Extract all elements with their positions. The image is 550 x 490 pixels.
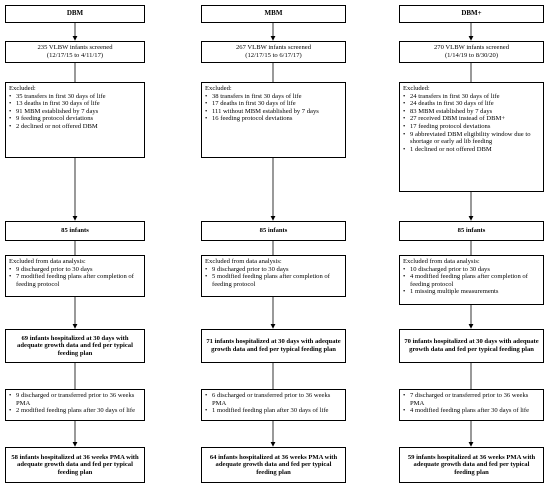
analysis-item: 7 modified feeding plans after completio… bbox=[9, 273, 141, 288]
excluded-box-mbm: Excluded: 38 transfers in first 30 days … bbox=[201, 82, 346, 158]
final-box-mbm: 64 infants hospitalized at 36 weeks PMA … bbox=[201, 447, 346, 483]
excluded-item: 24 deaths in first 30 days of life bbox=[403, 100, 540, 108]
excluded-item: 13 deaths in first 30 days of life bbox=[9, 100, 141, 108]
excluded-item: 83 MBM established by 7 days bbox=[403, 108, 540, 116]
excluded-36wk-item: 4 modified feeding plans after 30 days o… bbox=[403, 407, 540, 415]
screened-box-dbm-plus: 270 VLBW infants screened (1/14/19 to 8/… bbox=[399, 41, 544, 63]
screened-count: 270 VLBW infants screened bbox=[433, 44, 510, 52]
analysis-excluded-box-mbm: Excluded from data analysis: 9 discharge… bbox=[201, 255, 346, 297]
excluded-title: Excluded: bbox=[205, 85, 232, 92]
infants-box-dbm-plus: 85 infants bbox=[399, 221, 544, 241]
screened-count: 267 VLBW infants screened bbox=[235, 44, 312, 52]
excluded-box-dbm-plus: Excluded: 24 transfers in first 30 days … bbox=[399, 82, 544, 192]
excluded-item: 17 feeding protocol deviations bbox=[403, 123, 540, 131]
excluded-item: 9 feeding protocol deviations bbox=[9, 115, 141, 123]
excluded-item: 27 received DBM instead of DBM+ bbox=[403, 115, 540, 123]
analysis-item: 9 discharged prior to 30 days bbox=[205, 266, 342, 274]
column-header-dbm-plus: DBM+ bbox=[399, 5, 544, 23]
excluded-36wk-item: 6 discharged or transferred prior to 36 … bbox=[205, 392, 342, 407]
infants-box-dbm: 85 infants bbox=[5, 221, 145, 241]
screened-dates: (12/17/15 to 4/11/17) bbox=[46, 52, 104, 59]
excluded-item: 35 transfers in first 30 days of life bbox=[9, 93, 141, 101]
final-box-dbm: 58 infants hospitalized at 36 weeks PMA … bbox=[5, 447, 145, 483]
screened-box-mbm: 267 VLBW infants screened (12/17/15 to 6… bbox=[201, 41, 346, 63]
excluded-36wk-item: 7 discharged or transferred prior to 36 … bbox=[403, 392, 540, 407]
excluded-36wk-box-dbm-plus: 7 discharged or transferred prior to 36 … bbox=[399, 389, 544, 421]
screened-count: 235 VLBW infants screened bbox=[37, 44, 113, 52]
screened-dates: (12/17/15 to 6/17/17) bbox=[245, 52, 302, 59]
analysis-excluded-box-dbm-plus: Excluded from data analysis: 10 discharg… bbox=[399, 255, 544, 305]
excluded-item: 9 abbreviated DBM eligibility window due… bbox=[403, 131, 540, 146]
excluded-item: 91 MBM established by 7 days bbox=[9, 108, 141, 116]
excluded-item: 1 declined or not offered DBM bbox=[403, 146, 540, 154]
column-header-mbm: MBM bbox=[201, 5, 346, 23]
analysis-title: Excluded from data analysis: bbox=[9, 258, 86, 265]
excluded-item: 24 transfers in first 30 days of life bbox=[403, 93, 540, 101]
excluded-title: Excluded: bbox=[9, 85, 36, 92]
infants-box-mbm: 85 infants bbox=[201, 221, 346, 241]
analysis-excluded-box-dbm: Excluded from data analysis: 9 discharge… bbox=[5, 255, 145, 297]
screened-box-dbm: 235 VLBW infants screened (12/17/15 to 4… bbox=[5, 41, 145, 63]
analysis-item: 4 modified feeding plans after completio… bbox=[403, 273, 540, 288]
analysis-item: 9 discharged prior to 30 days bbox=[9, 266, 141, 274]
analysis-title: Excluded from data analysis: bbox=[403, 258, 480, 265]
excluded-36wk-box-mbm: 6 discharged or transferred prior to 36 … bbox=[201, 389, 346, 421]
analysis-item: 1 missing multiple measurements bbox=[403, 288, 540, 296]
analysis-item: 5 modified feeding plans after completio… bbox=[205, 273, 342, 288]
final-box-dbm-plus: 59 infants hospitalized at 36 weeks PMA … bbox=[399, 447, 544, 483]
excluded-item: 17 deaths in first 30 days of life bbox=[205, 100, 342, 108]
excluded-36wk-item: 2 modified feeding plans after 30 days o… bbox=[9, 407, 141, 415]
day30-box-dbm: 69 infants hospitalized at 30 days with … bbox=[5, 329, 145, 363]
column-header-dbm: DBM bbox=[5, 5, 145, 23]
excluded-item: 2 declined or not offered DBM bbox=[9, 123, 141, 131]
excluded-box-dbm: Excluded: 35 transfers in first 30 days … bbox=[5, 82, 145, 158]
excluded-36wk-box-dbm: 9 discharged or transferred prior to 36 … bbox=[5, 389, 145, 421]
screened-dates: (1/14/19 to 8/30/20) bbox=[444, 52, 499, 59]
day30-box-dbm-plus: 70 infants hospitalized at 30 days with … bbox=[399, 329, 544, 363]
analysis-item: 10 discharged prior to 30 days bbox=[403, 266, 540, 274]
day30-box-mbm: 71 infants hospitalized at 30 days with … bbox=[201, 329, 346, 363]
excluded-title: Excluded: bbox=[403, 85, 430, 92]
excluded-item: 16 feeding protocol deviations bbox=[205, 115, 342, 123]
analysis-title: Excluded from data analysis: bbox=[205, 258, 282, 265]
excluded-item: 38 transfers in first 30 days of life bbox=[205, 93, 342, 101]
excluded-36wk-item: 9 discharged or transferred prior to 36 … bbox=[9, 392, 141, 407]
excluded-item: 111 without MBM established by 7 days bbox=[205, 108, 342, 116]
excluded-36wk-item: 1 modified feeding plan after 30 days of… bbox=[205, 407, 342, 415]
